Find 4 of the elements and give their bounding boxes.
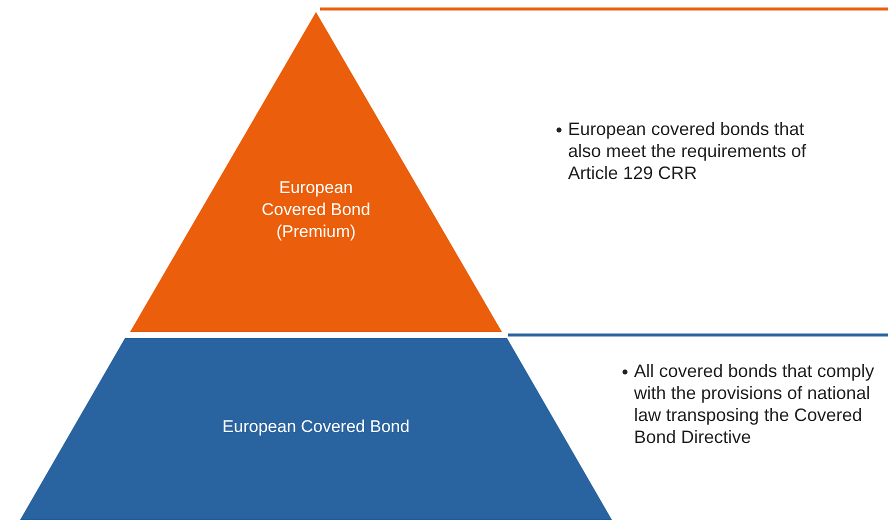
tier-label: European Covered Bond xyxy=(221,416,411,438)
bullet-text: All covered bonds that comply with the provisions of national law transposing the Covered Bond Directive xyxy=(634,360,876,448)
tier-label: European Covered Bond (Premium) xyxy=(260,177,372,243)
bullet-text: European covered bonds that also meet the requirements of Article 129 CRR xyxy=(568,118,808,184)
